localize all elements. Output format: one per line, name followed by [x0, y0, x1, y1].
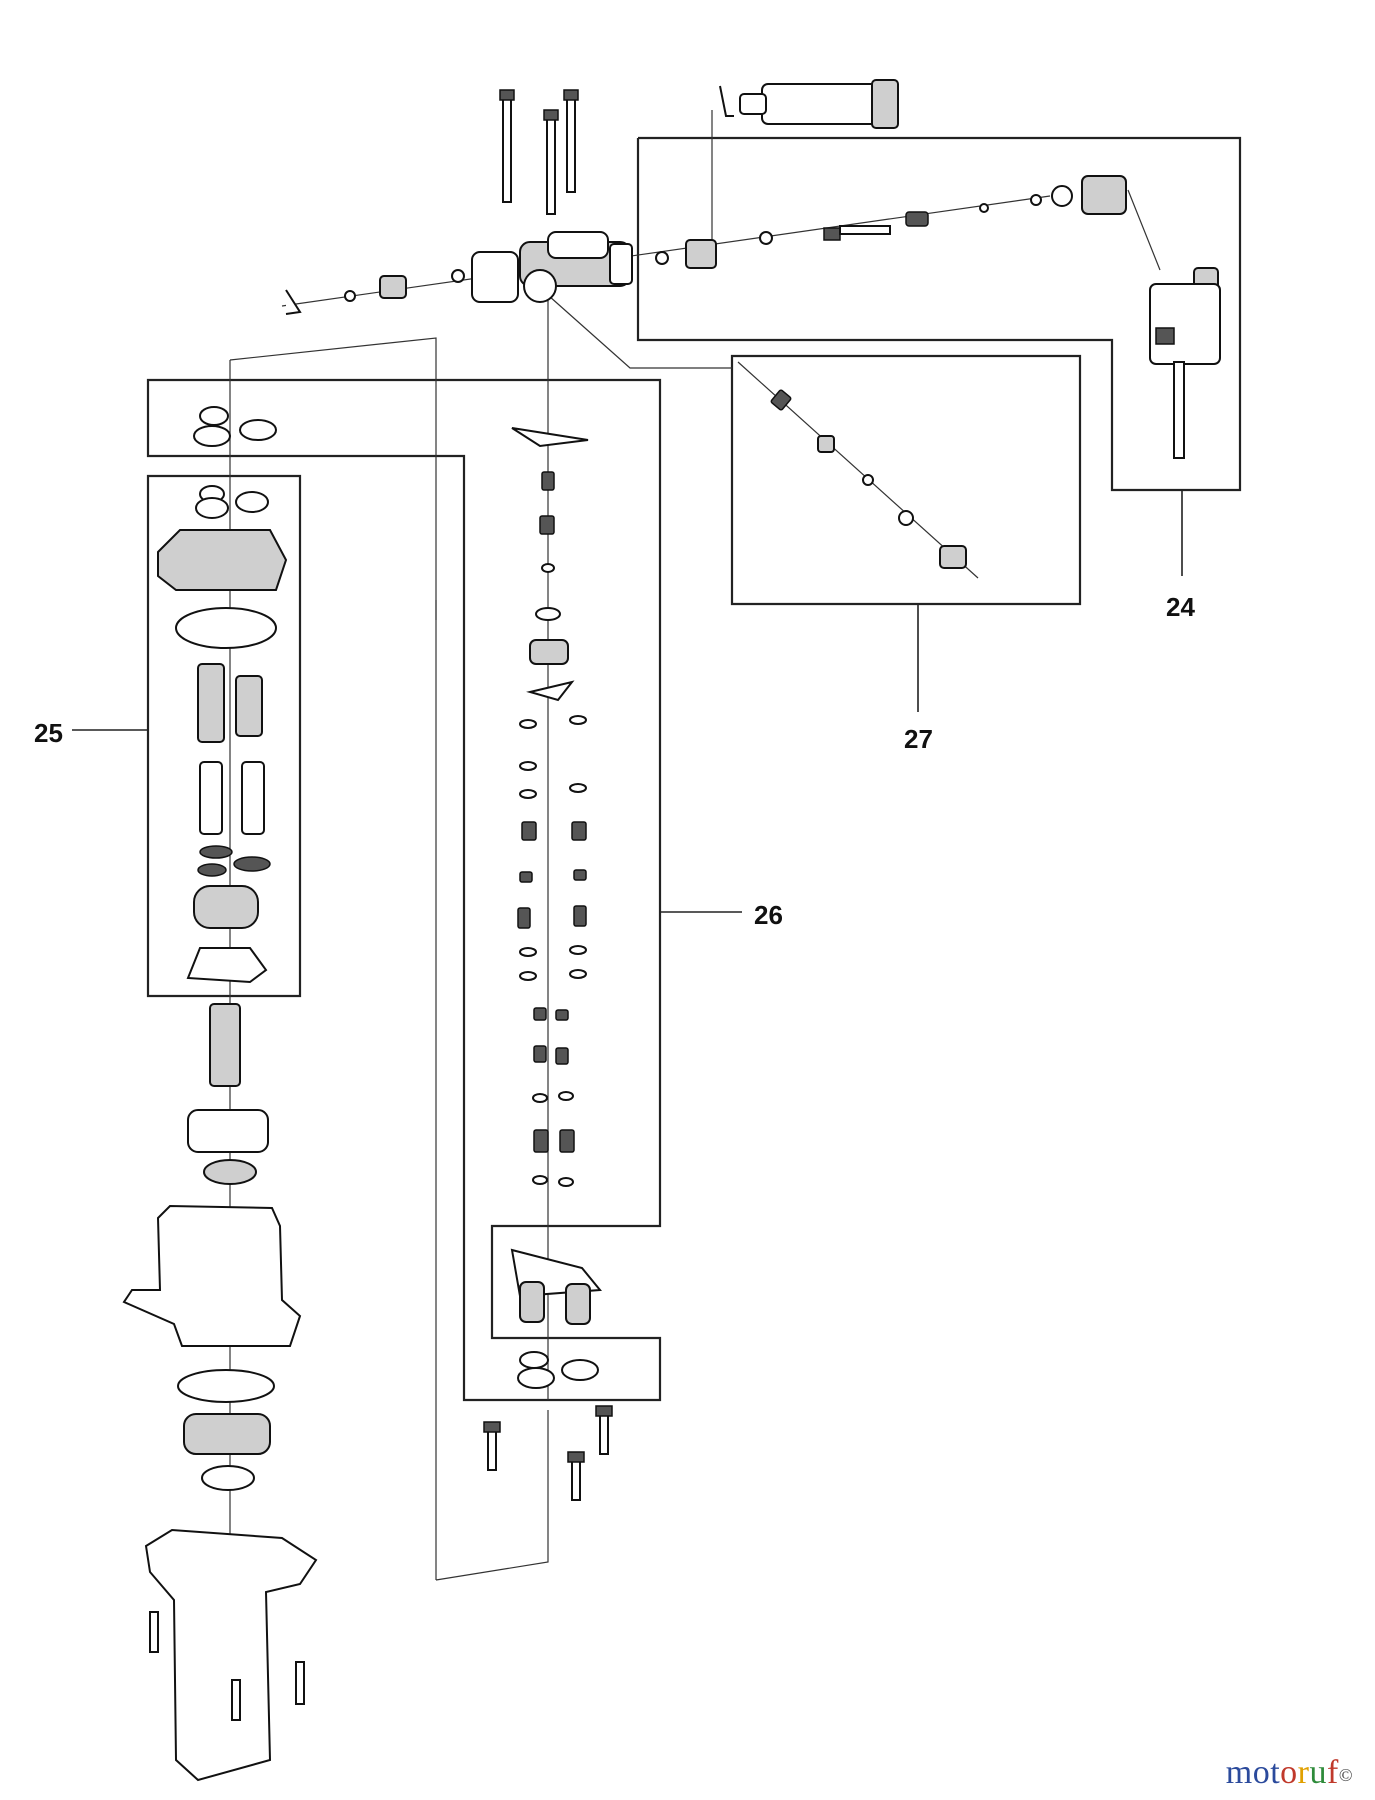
watermark-letter: m [1225, 1754, 1253, 1791]
pump-head-parts [157, 485, 288, 984]
valve-plate-assembly [510, 1248, 602, 1325]
watermark-letter: o [1280, 1754, 1298, 1791]
inlet-hose-connector [719, 79, 899, 129]
motor-stack-parts [122, 1003, 318, 1782]
manifold-left-parts [285, 269, 465, 315]
callout-25: 25 [34, 718, 63, 748]
axis-to-box-27 [539, 287, 732, 369]
group-box-24 [636, 136, 1242, 492]
group-box-26 [146, 378, 662, 1402]
watermark-letter: o [1252, 1754, 1271, 1791]
group-box-27 [730, 354, 1082, 606]
watermark-letter: t [1270, 1754, 1281, 1791]
watermark-badge: © [1338, 1764, 1353, 1785]
axis-to-switch [1127, 189, 1161, 271]
center-top-seals [193, 406, 277, 447]
bottom-bolts [483, 1405, 613, 1501]
watermark-letter: u [1309, 1754, 1327, 1791]
axis-bottom-connector [435, 1410, 549, 1581]
pressure-switch [1149, 267, 1221, 459]
manifold-right-parts [655, 175, 1127, 269]
watermark-logo: motoruf© [1226, 1754, 1353, 1792]
callout-27: 27 [904, 724, 933, 754]
manifold-bolts [499, 89, 579, 215]
watermark-letter: f [1326, 1754, 1339, 1791]
watermark-letter: r [1297, 1754, 1310, 1791]
check-valve-parts [770, 389, 967, 569]
group-box-25 [146, 474, 302, 998]
axis-top-connector [229, 337, 437, 1580]
center-column-parts [511, 427, 589, 1187]
callout-26: 26 [754, 900, 783, 930]
bottom-seals-box-26 [517, 1351, 599, 1389]
callout-24: 24 [1166, 592, 1195, 622]
manifold-body [471, 231, 633, 303]
